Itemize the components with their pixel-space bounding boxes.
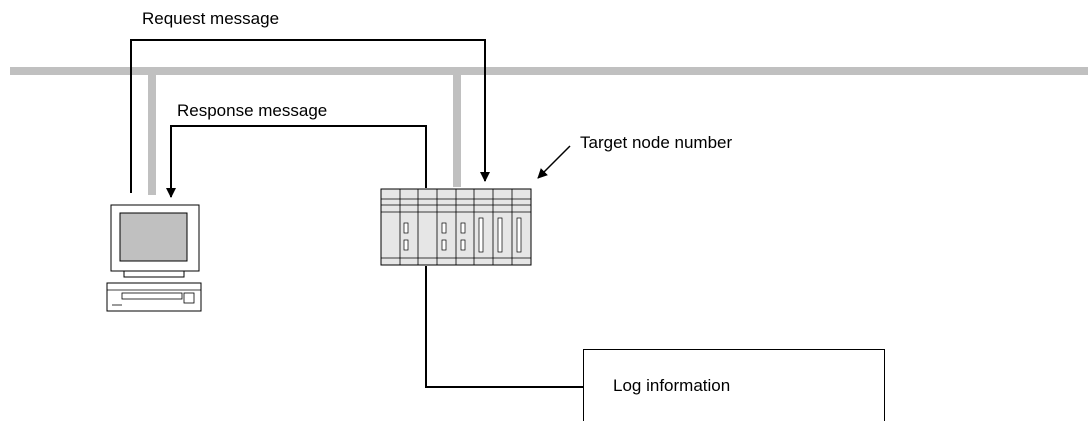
request-message-arrow xyxy=(130,39,490,193)
log-information-box: Log information xyxy=(583,349,885,421)
network-bus xyxy=(10,67,1088,75)
plc-rack-icon xyxy=(380,188,532,266)
response-message-label: Response message xyxy=(177,101,328,120)
log-information-label: Log information xyxy=(613,376,731,395)
response-message-arrow xyxy=(166,125,427,198)
request-message-label: Request message xyxy=(142,9,280,28)
log-connection-line xyxy=(425,266,583,388)
personal-computer-icon xyxy=(106,204,202,312)
target-node-number-label: Target node number xyxy=(580,133,733,152)
plc-drop-line xyxy=(453,75,461,187)
pc-drop-line xyxy=(148,75,156,195)
target-node-pointer xyxy=(537,145,571,179)
